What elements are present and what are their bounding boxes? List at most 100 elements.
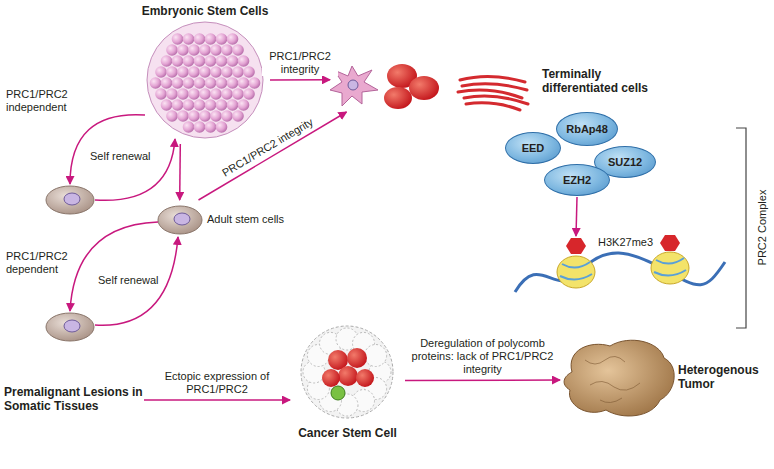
cell-sphere <box>221 44 233 56</box>
cell-sphere <box>227 99 239 111</box>
cell-sphere <box>199 44 211 56</box>
cell-sphere <box>177 44 189 56</box>
cell-sphere <box>194 99 206 111</box>
bracket-label: PRC2 Complex <box>756 188 769 268</box>
red-blood-cells <box>384 64 439 109</box>
cell-sphere <box>238 77 250 89</box>
methylation-arrow <box>576 197 577 236</box>
cell-sphere <box>155 88 167 100</box>
cell-sphere <box>177 110 189 122</box>
tumor-texture <box>585 356 640 402</box>
cell-sphere <box>221 88 233 100</box>
cell-sphere <box>166 44 178 56</box>
cell-sphere <box>183 77 195 89</box>
tumor: Heterogenous Tumor <box>560 335 770 425</box>
protein-name: RbAp48 <box>566 123 608 136</box>
cell-sphere <box>238 99 250 111</box>
cell-sphere <box>227 33 239 45</box>
cell-sphere <box>161 99 173 111</box>
cell-sphere <box>194 77 206 89</box>
cell-sphere <box>205 99 217 111</box>
cell-sphere <box>227 77 239 89</box>
text-node: Premalignant Lesions in Somatic Tissues <box>4 378 144 422</box>
cell-sphere <box>221 110 233 122</box>
cell-sphere <box>194 55 206 67</box>
tumor-mass <box>564 340 674 416</box>
nucleus <box>64 193 80 205</box>
annotation: Self renewal <box>90 150 160 163</box>
cell-sphere <box>183 55 195 67</box>
cell-sphere <box>150 77 162 89</box>
cell-sphere <box>243 66 255 78</box>
cell-sphere <box>161 55 173 67</box>
node-label: Terminally differentiated cells <box>542 67 658 95</box>
cell-sphere <box>172 99 184 111</box>
cell-sphere <box>243 88 255 100</box>
cell-sphere <box>210 66 222 78</box>
cell-sphere <box>166 66 178 78</box>
dna-strand <box>515 253 725 292</box>
cell-sphere <box>183 121 195 133</box>
protein-subunit: EED <box>505 132 561 164</box>
cell-sphere <box>210 110 222 122</box>
cell-sphere <box>205 33 217 45</box>
edge-label: Ectopic expression of PRC1/PRC2 <box>149 370 285 396</box>
connector-arrow <box>144 399 290 401</box>
cell-sphere <box>172 33 184 45</box>
cell-sphere <box>199 66 211 78</box>
methyl-mark <box>566 235 680 254</box>
stem-cell <box>46 186 94 214</box>
protein-name: SUZ12 <box>608 156 642 169</box>
adult-stem-cell <box>158 206 202 234</box>
annotation: Self renewal <box>98 274 168 287</box>
stem-cell <box>46 313 94 341</box>
cancer-stem-cell: Cancer Stem Cell <box>290 322 405 452</box>
cell-sphere <box>188 66 200 78</box>
cell-group: Terminally differentiated cells <box>330 50 660 112</box>
nucleosome <box>557 252 689 288</box>
cell-sphere <box>194 121 206 133</box>
cell-cluster-spheres <box>150 33 261 133</box>
cell-sphere <box>188 88 200 100</box>
cell-sphere <box>188 44 200 56</box>
cell-sphere <box>249 77 261 89</box>
cell-sphere <box>183 33 195 45</box>
cell-sphere <box>221 66 233 78</box>
cell-sphere <box>216 77 228 89</box>
cell-sphere <box>232 110 244 122</box>
cell-sphere <box>188 110 200 122</box>
cell-sphere <box>155 66 167 78</box>
protein-name: EED <box>522 142 545 155</box>
nucleus <box>64 320 80 332</box>
node-label: Adult stem cells <box>207 213 299 226</box>
annotation: PRC1/PRC2 dependent <box>6 250 78 276</box>
cell-sphere <box>172 77 184 89</box>
stem-cell: Adult stem cells <box>155 200 300 240</box>
cell-sphere <box>205 77 217 89</box>
cell-sphere <box>232 66 244 78</box>
connector-arrow <box>199 112 347 200</box>
muscle-fibres <box>458 76 528 110</box>
protein-subunit: EZH2 <box>544 164 610 196</box>
cell-sphere <box>227 55 239 67</box>
node-label: Premalignant Lesions in Somatic Tissues <box>4 385 144 413</box>
cell-sphere <box>216 55 228 67</box>
cell-sphere <box>238 55 250 67</box>
cell-sphere <box>183 99 195 111</box>
cell-sphere <box>199 88 211 100</box>
cell-sphere <box>216 121 228 133</box>
cell-sphere <box>177 88 189 100</box>
cell-cluster <box>147 22 263 138</box>
cancer-cell-cluster <box>301 326 393 418</box>
annotation: H3K27me3 <box>598 236 658 249</box>
bracket <box>736 128 746 328</box>
protein-name: EZH2 <box>563 174 591 187</box>
nucleus <box>174 213 190 225</box>
cell-sphere <box>205 121 217 133</box>
cell-sphere <box>199 110 211 122</box>
cell-sphere <box>232 88 244 100</box>
cancer-cells <box>322 348 374 400</box>
cell-sphere <box>177 66 189 78</box>
stem-cell-cluster: Embryonic Stem Cells <box>140 2 270 144</box>
edge-label: PRC1/PRC2 integrity <box>262 50 338 76</box>
